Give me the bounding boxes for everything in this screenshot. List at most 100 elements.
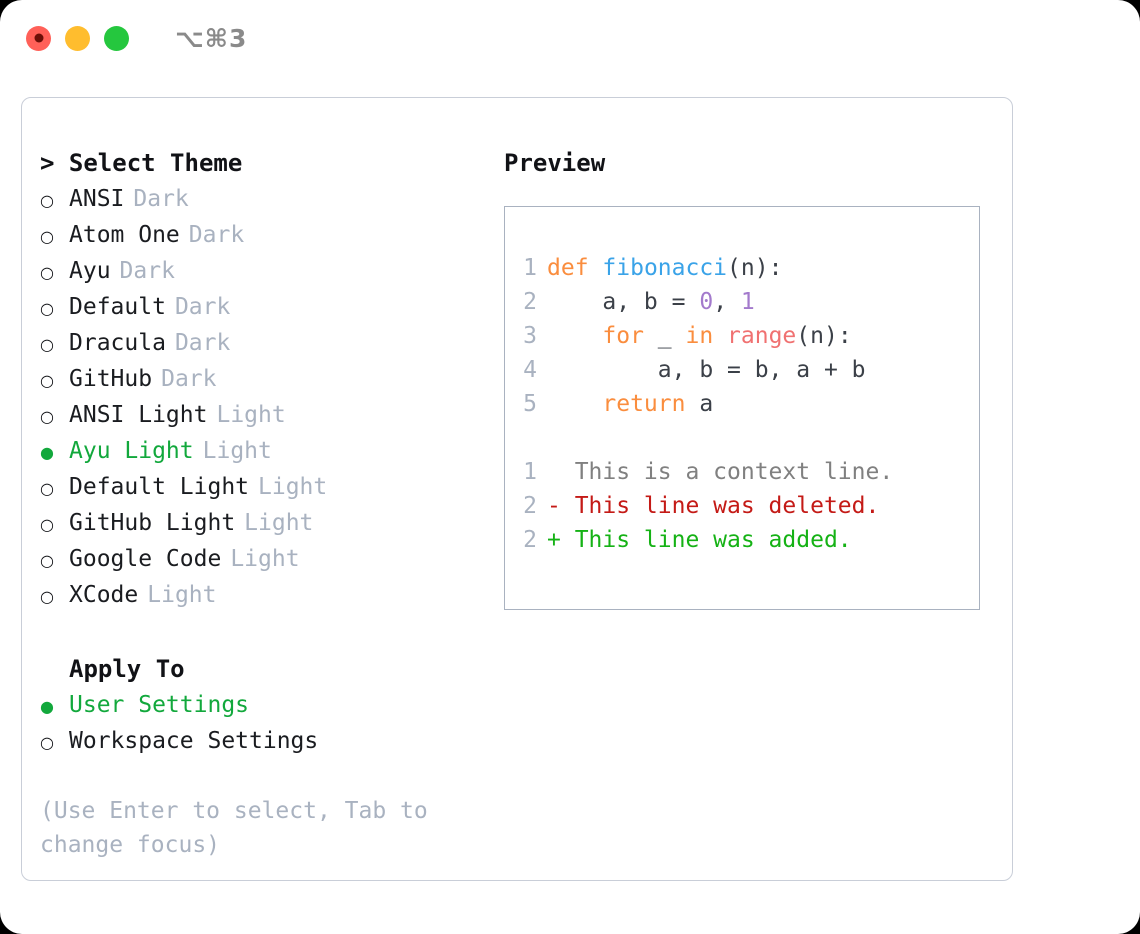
- code-line: 3 for _ in range(n):: [519, 319, 979, 353]
- radio-unselected-icon: ○: [40, 515, 54, 534]
- code-line: 4 a, b = b, a + b: [519, 353, 979, 387]
- diff-line-text: This is a context line.: [547, 459, 894, 485]
- code-token: a: [685, 391, 714, 417]
- code-line: 2 a, b = 0, 1: [519, 285, 979, 319]
- select-theme-header: > Select Theme: [40, 149, 243, 177]
- radio-unselected-icon: ○: [40, 371, 54, 390]
- code-line: 5 return a: [519, 387, 979, 421]
- theme-option-github[interactable]: ○ GitHub Dark: [40, 362, 502, 398]
- radio-unselected-icon: ○: [40, 551, 54, 570]
- theme-option-label: Default: [69, 294, 166, 320]
- radio-selected-icon: ●: [40, 443, 54, 462]
- radio-unselected-icon: ○: [40, 227, 54, 246]
- line-number: 4: [523, 357, 537, 383]
- radio-unselected-icon: ○: [40, 263, 54, 282]
- diff-line-add: 2 + This line was added.: [519, 523, 979, 557]
- apply-option-label: Workspace Settings: [69, 728, 319, 754]
- theme-variant-tag: Light: [202, 438, 272, 464]
- code-token: [713, 323, 727, 349]
- code-token: for: [602, 323, 644, 349]
- close-window-button[interactable]: [26, 25, 51, 51]
- radio-unselected-icon: ○: [40, 479, 54, 498]
- theme-variant-tag: Light: [258, 474, 328, 500]
- apply-option-label: User Settings: [69, 692, 250, 718]
- theme-option-label: XCode: [69, 582, 139, 608]
- theme-option-label: Dracula: [69, 330, 166, 356]
- theme-variant-tag: Dark: [174, 294, 231, 320]
- theme-variant-tag: Dark: [119, 258, 175, 284]
- code-token: [547, 391, 602, 417]
- theme-option-label: Ayu Light: [69, 438, 194, 464]
- theme-variant-tag: Light: [216, 402, 286, 428]
- code-diff-separator: [519, 421, 979, 455]
- keyboard-shortcut-label: ⌥⌘3: [175, 23, 248, 53]
- code-token: ,: [713, 289, 741, 315]
- theme-option-label: Ayu: [69, 258, 111, 284]
- maximize-window-button[interactable]: [104, 25, 129, 51]
- theme-option-label: Atom One: [69, 222, 180, 248]
- theme-option-label: Default Light: [69, 474, 250, 500]
- code-token: (n):: [727, 255, 783, 281]
- theme-option-default-light[interactable]: ○ Default Light Light: [40, 470, 502, 506]
- radio-unselected-icon: ○: [40, 335, 54, 354]
- theme-option-label: GitHub Light: [69, 510, 236, 536]
- radio-unselected-icon: ○: [40, 299, 54, 318]
- code-token: [547, 323, 602, 349]
- line-number: 2: [523, 493, 537, 519]
- theme-option-label: GitHub: [69, 366, 153, 392]
- theme-option-default[interactable]: ○ Default Dark: [40, 290, 502, 326]
- diff-line-text: - This line was deleted.: [547, 493, 880, 519]
- code-token: in: [685, 323, 714, 349]
- diff-line-text: + This line was added.: [547, 527, 852, 553]
- code-token: a, b = b, a + b: [547, 357, 866, 383]
- theme-option-label: ANSI: [69, 186, 125, 212]
- line-number: 2: [523, 527, 537, 553]
- line-number: 2: [523, 289, 537, 315]
- line-number: 5: [523, 391, 537, 417]
- radio-selected-icon: ●: [40, 697, 54, 716]
- code-token: (n):: [796, 323, 852, 349]
- window-controls: [26, 25, 129, 51]
- radio-unselected-icon: ○: [40, 407, 54, 426]
- diff-line-del: 2 - This line was deleted.: [519, 489, 979, 523]
- keyboard-hint-text: (Use Enter to select, Tab to change focu…: [40, 798, 442, 858]
- code-token: def: [547, 255, 589, 281]
- code-token: 0: [699, 289, 714, 315]
- minimize-window-button[interactable]: [65, 25, 90, 51]
- line-number: 3: [523, 323, 537, 349]
- radio-unselected-icon: ○: [40, 587, 54, 606]
- apply-option-user-settings[interactable]: ● User Settings: [40, 688, 502, 724]
- line-number: 1: [523, 459, 537, 485]
- code-line: 1 def fibonacci(n):: [519, 251, 979, 285]
- theme-option-ayu[interactable]: ○ Ayu Dark: [40, 254, 502, 290]
- theme-variant-tag: Dark: [133, 186, 189, 212]
- theme-variant-tag: Dark: [161, 366, 217, 392]
- apply-option-workspace-settings[interactable]: ○ Workspace Settings: [40, 724, 502, 760]
- code-token: fibonacci: [602, 255, 728, 281]
- code-token: return: [602, 391, 686, 417]
- theme-option-ansi[interactable]: ○ ANSI Dark: [40, 182, 502, 218]
- theme-option-dracula[interactable]: ○ Dracula Dark: [40, 326, 502, 362]
- theme-variant-tag: Light: [244, 510, 314, 536]
- radio-unselected-icon: ○: [40, 191, 54, 210]
- line-number: 1: [523, 255, 537, 281]
- apply-to-option-list[interactable]: ● User Settings ○ Workspace Settings: [40, 688, 502, 760]
- theme-option-ayu-light[interactable]: ● Ayu Light Light: [40, 434, 502, 470]
- apply-to-header: Apply To: [69, 655, 185, 683]
- code-token: 1: [740, 289, 755, 315]
- theme-option-github-light[interactable]: ○ GitHub Light Light: [40, 506, 502, 542]
- radio-unselected-icon: ○: [40, 733, 54, 752]
- theme-variant-tag: Dark: [174, 330, 231, 356]
- code-token: range: [727, 323, 797, 349]
